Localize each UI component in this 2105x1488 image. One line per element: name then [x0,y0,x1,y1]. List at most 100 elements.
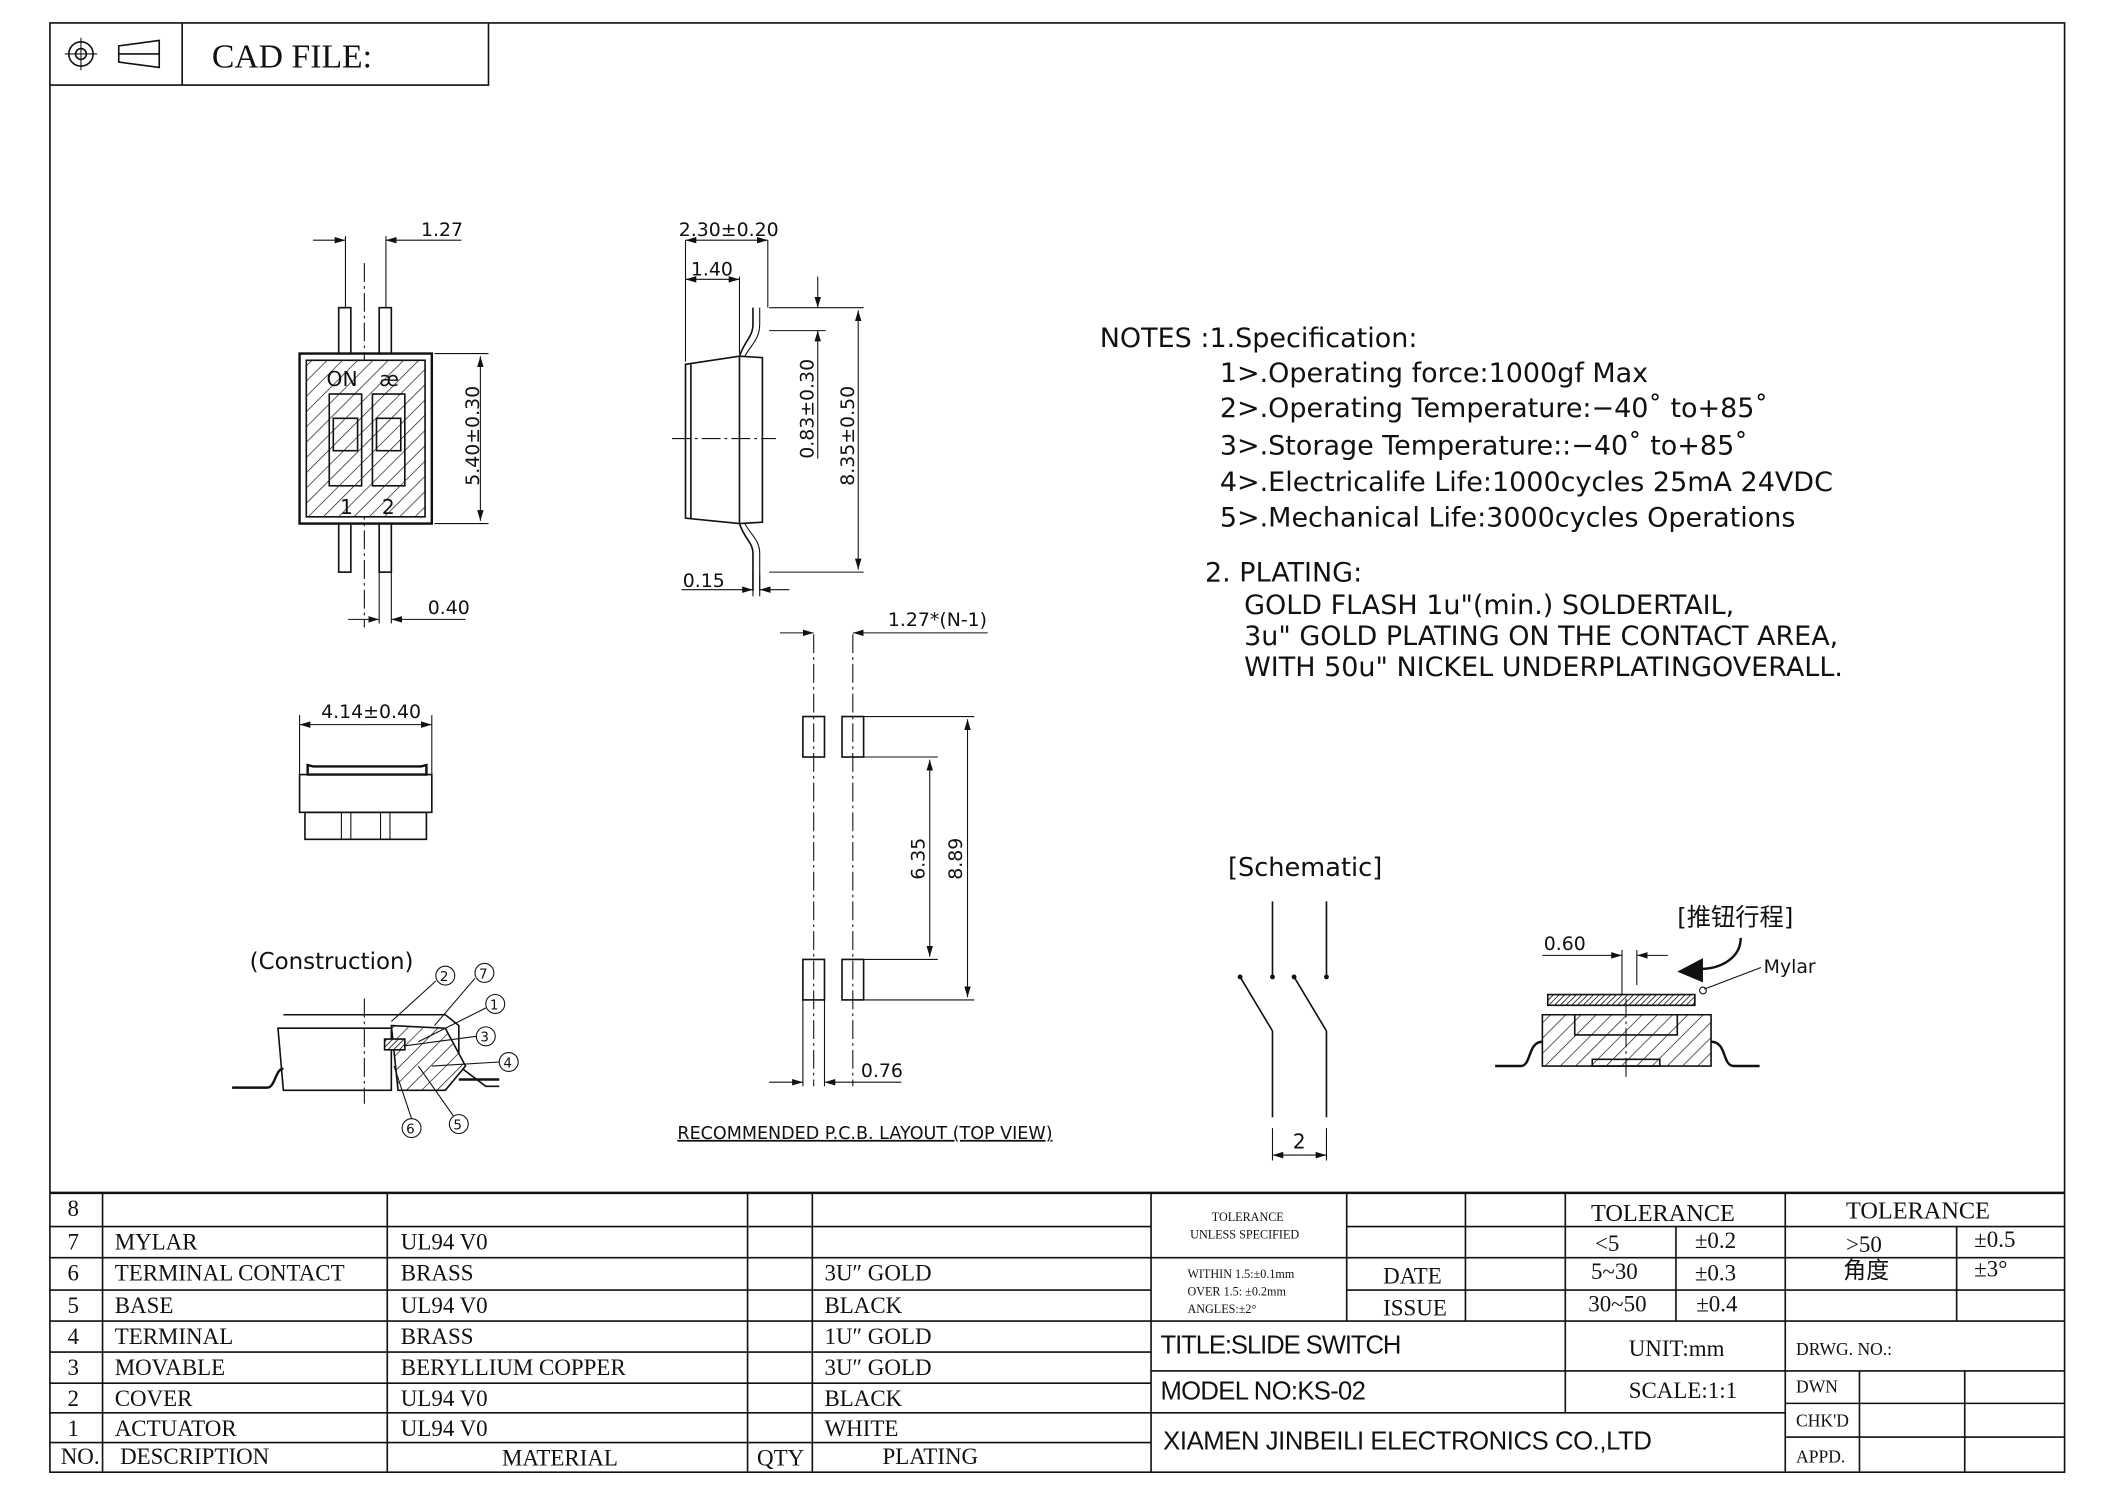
side-view: 2.30±0.20 1.40 0.83±0.30 8.35±0.50 0.15 [672,219,864,597]
bom-cell-no: 8 [67,1195,79,1222]
bom-cell-no: 4 [67,1323,79,1350]
section-view: [推钮行程] Mylar 0.60 [1495,903,1816,1080]
tol-range: 30~50 [1588,1291,1647,1318]
company-name: XIAMEN JINBEILI ELECTRONICS CO.,LTD [1163,1427,1652,1457]
bom-cell-material: UL94 V0 [400,1229,488,1255]
scale-label: SCALE:1:1 [1628,1377,1738,1404]
spec-item: 3>.Storage Temperature::−40˚ to+85˚ [1220,431,1748,462]
drawing-number-label: DRWG. NO.: [1796,1338,1893,1359]
dim-schematic-pitch: 2 [1293,1129,1306,1153]
bom-cell-description: MOVABLE [114,1354,226,1381]
header-description: DESCRIPTION [120,1443,270,1470]
dim-lead-offset: 0.83±0.30 [797,359,819,459]
plating-item: 3u" GOLD PLATING ON THE CONTACT AREA, [1244,621,1838,652]
spec-item: 2>.Operating Temperature:−40˚ to+85˚ [1220,393,1768,424]
bom-table-grid [49,1191,2065,1473]
svg-text:5: 5 [453,1117,462,1133]
bom-cell-material: BERYLLIUM COPPER [400,1354,626,1381]
dim-side-depth: 1.40 [691,258,733,280]
dim-pcb-outer: 8.89 [945,838,967,880]
spec-item: 5>.Mechanical Life:3000cycles Operations [1220,502,1796,533]
mylar-label: Mylar [1764,956,1816,978]
switch-2-label: 2 [382,495,395,519]
header-no: NO. [60,1443,100,1470]
checked-label: CHK'D [1796,1410,1849,1431]
header-qty: QTY [757,1445,805,1471]
bom-cell-material: UL94 V0 [400,1415,488,1442]
bom-cell-no: 6 [67,1260,79,1286]
header-plating: PLATING [882,1443,979,1470]
front-view: 4.14±0.40 [298,701,433,841]
construction-view: (Construction) 2 7 1 3 4 5 6 [232,949,519,1139]
sheet-border [49,22,2066,1474]
cad-file-label: CAD FILE: [212,38,372,75]
spec-item: 4>.Electricalife Life:1000cycles 25mA 24… [1220,467,1833,498]
plating-item: GOLD FLASH 1u"(min.) SOLDERTAIL, [1244,590,1734,621]
bom-cell-description: BASE [114,1292,174,1319]
off-label-icon: æ [379,367,399,391]
pcb-layout: 1.27*(N-1) 6.35 8.89 0.76 RECOMMENDED P.… [677,609,1052,1144]
over-tolerance: OVER 1.5: ±0.2mm [1187,1284,1286,1299]
dim-side-width: 2.30±0.20 [679,219,779,241]
within-tolerance: WITHIN 1.5:±0.1mm [1187,1267,1295,1281]
bom-cell-no: 2 [67,1385,79,1412]
tol-range: <5 [1594,1230,1620,1257]
cad-file-box: CAD FILE: [49,22,490,86]
tol-range: 角度 [1843,1257,1890,1284]
tol-value: ±0.2 [1694,1227,1737,1254]
pcb-layout-title: RECOMMENDED P.C.B. LAYOUT (TOP VIEW) [677,1124,1052,1144]
dim-body-length: 5.40±0.30 [462,386,484,486]
bom-cell-plating: WHITE [824,1415,899,1442]
plating-item: WITH 50u" NICKEL UNDERPLATINGOVERALL. [1244,652,1843,683]
bom-cell-plating: BLACK [824,1385,903,1412]
model-number: MODEL NO:KS-02 [1160,1377,1366,1407]
angles-tolerance: ANGLES:±2° [1187,1302,1257,1316]
dim-front-width: 4.14±0.40 [321,701,421,723]
approved-label: APPD. [1796,1446,1846,1467]
bom-cell-no: 3 [67,1354,79,1381]
projection-symbol-icon [64,37,161,71]
tolerance-unless-label: TOLERANCE [1211,1210,1284,1224]
tolerance-header: TOLERANCE [1590,1199,1735,1227]
notes: NOTES :1.Specification: 1>.Operating for… [1100,323,1843,683]
bom-cell-material: UL94 V0 [400,1292,488,1319]
svg-text:3: 3 [480,1030,489,1046]
construction-title: (Construction) [250,949,414,975]
dim-pcb-pitch: 1.27*(N-1) [888,609,987,631]
svg-text:6: 6 [406,1121,415,1137]
tolerance-header: TOLERANCE [1845,1196,1990,1224]
drawn-label: DWN [1796,1376,1838,1397]
tol-range: >50 [1845,1232,1882,1258]
tol-value: ±3° [1974,1256,2008,1282]
schematic-title: [Schematic] [1228,853,1382,883]
svg-text:4: 4 [503,1055,512,1071]
bom-cell-description: ACTUATOR [114,1415,237,1442]
bom-cell-plating: 1U″ GOLD [824,1323,932,1350]
tol-value: ±0.5 [1974,1226,2016,1253]
bom-cell-description: TERMINAL CONTACT [114,1260,345,1286]
date-label: DATE [1383,1263,1442,1289]
header-material: MATERIAL [501,1445,618,1471]
svg-text:2: 2 [440,969,449,985]
bom-cell-description: MYLAR [114,1229,198,1255]
switch-1-label: 1 [340,495,353,519]
svg-text:7: 7 [479,966,488,982]
bom-cell-description: TERMINAL [114,1323,234,1350]
svg-text:1: 1 [490,997,499,1013]
bom-cell-material: UL94 V0 [400,1385,488,1412]
dim-actuator-travel: 0.60 [1544,933,1586,955]
bom-cell-no: 1 [67,1415,79,1442]
tol-value: ±0.3 [1694,1260,1737,1286]
drawing-title: TITLE:SLIDE SWITCH [1160,1331,1401,1361]
construction-callouts: 2 7 1 3 4 5 6 [390,962,519,1139]
travel-arrow-icon [1677,958,1703,983]
dim-lead-thickness: 0.15 [683,570,725,592]
travel-label: [推钮行程] [1677,903,1793,932]
tol-value: ±0.4 [1696,1291,1738,1318]
dim-overall-length: 8.35±0.50 [837,386,859,486]
unless-specified-label: UNLESS SPECIFIED [1190,1227,1300,1242]
dim-pad-width: 0.76 [861,1060,903,1082]
